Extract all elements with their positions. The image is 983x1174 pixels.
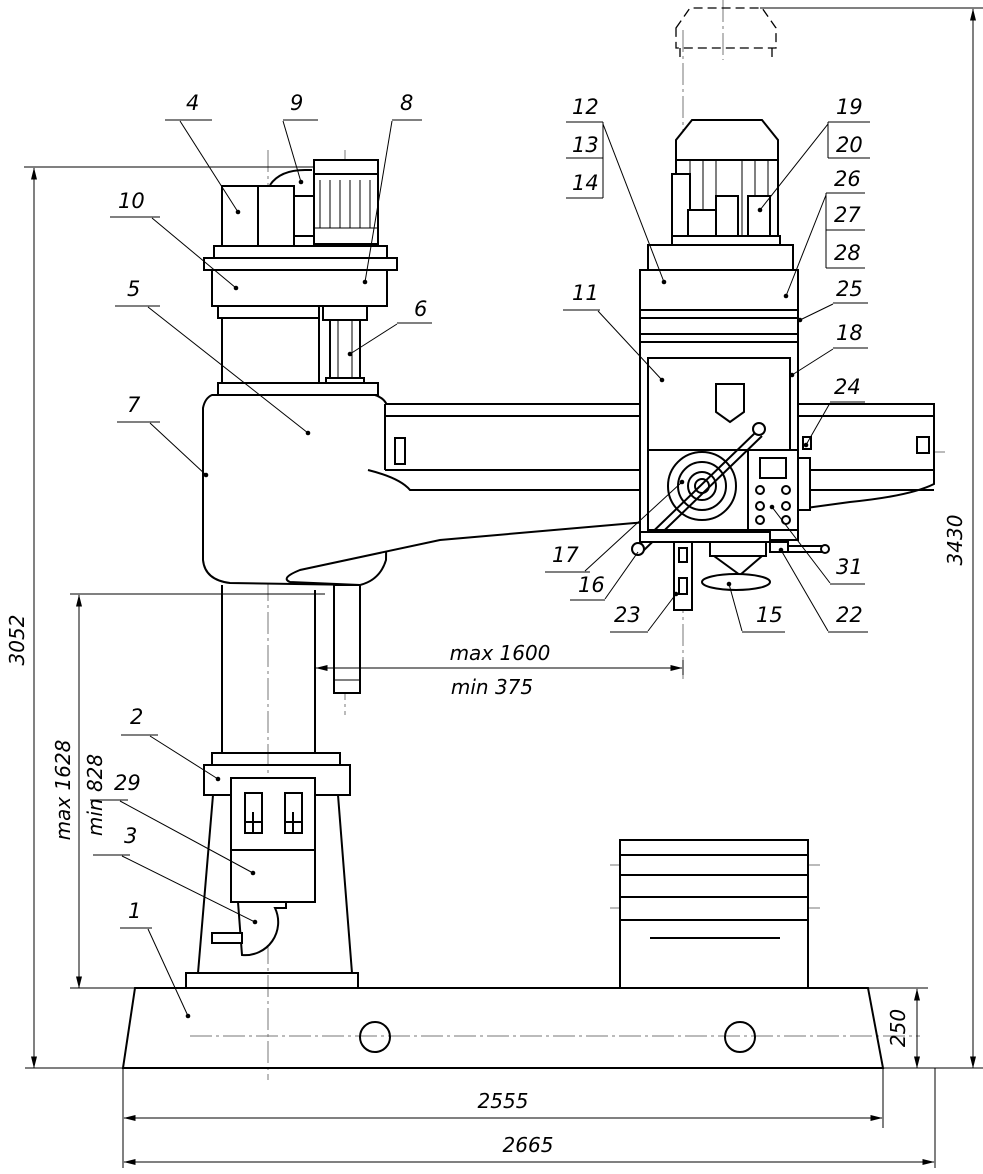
label-9: 9 <box>290 91 303 115</box>
label-13: 13 <box>572 133 599 157</box>
label-5: 5 <box>127 277 140 301</box>
label-16: 16 <box>578 573 605 597</box>
label-17: 17 <box>552 543 579 567</box>
label-23: 23 <box>614 603 641 627</box>
dimension-lines <box>24 7 983 1168</box>
label-27: 27 <box>834 203 861 227</box>
work-table <box>619 839 809 989</box>
part-labels: 4 9 8 10 5 6 7 12 13 14 11 19 20 26 27 2… <box>114 91 863 923</box>
dim-reach-min: min 375 <box>451 675 533 699</box>
dim-column-max: max 1628 <box>51 740 75 841</box>
label-8: 8 <box>400 91 413 115</box>
label-18: 18 <box>836 321 863 345</box>
label-4: 4 <box>186 91 199 115</box>
label-26: 26 <box>834 167 861 191</box>
label-1: 1 <box>128 899 141 923</box>
label-15: 15 <box>756 603 783 627</box>
label-11: 11 <box>572 281 599 305</box>
dim-height-column: 3052 <box>5 615 29 666</box>
motor-phantom <box>675 7 777 62</box>
lifting-screw <box>325 319 365 694</box>
base-plate <box>121 987 885 1069</box>
dim-height-total: 3430 <box>943 515 967 566</box>
label-19: 19 <box>836 95 863 119</box>
label-3: 3 <box>124 824 137 848</box>
dim-reach-max: max 1600 <box>450 641 551 665</box>
dim-column-min: min 828 <box>83 754 107 836</box>
label-7: 7 <box>127 393 141 417</box>
label-2: 2 <box>130 705 143 729</box>
leader-lines <box>90 119 870 1017</box>
label-6: 6 <box>414 297 427 321</box>
label-24: 24 <box>834 375 861 399</box>
sleeve <box>202 382 390 587</box>
dim-base-height: 250 <box>886 1009 910 1047</box>
switch-box <box>211 777 316 957</box>
label-22: 22 <box>836 603 863 627</box>
label-12: 12 <box>572 95 599 119</box>
dim-base-length: 2555 <box>478 1089 529 1113</box>
head-motor <box>671 119 781 246</box>
label-31: 31 <box>836 555 863 579</box>
dimension-texts: 3052 3430 max 1628 min 828 max 1600 min … <box>5 515 967 1157</box>
label-29: 29 <box>114 771 141 795</box>
label-20: 20 <box>836 133 863 157</box>
leader-dots <box>185 179 809 1019</box>
label-28: 28 <box>834 241 861 265</box>
dim-overall-length: 2665 <box>503 1133 554 1157</box>
drill-head <box>631 244 830 611</box>
label-10: 10 <box>118 189 145 213</box>
label-14: 14 <box>572 171 599 195</box>
label-25: 25 <box>836 277 863 301</box>
